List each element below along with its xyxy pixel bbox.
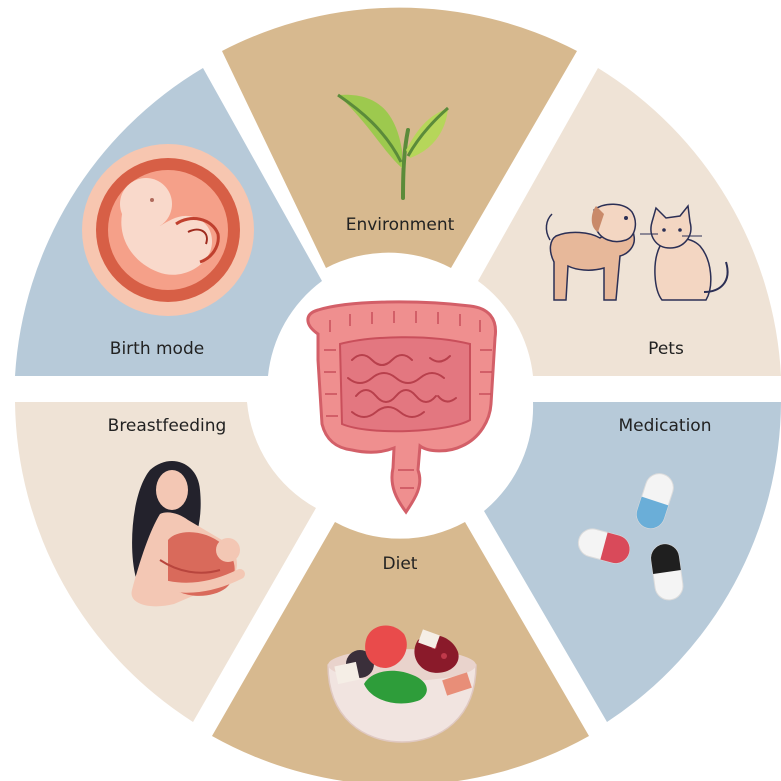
segment-label-pets: Pets xyxy=(648,339,684,359)
segment-label-environment: Environment xyxy=(346,215,455,235)
segment-label-breastfeeding: Breastfeeding xyxy=(108,416,227,436)
fetus-in-womb-icon xyxy=(82,144,254,316)
segment-label-diet: Diet xyxy=(383,554,418,574)
segment-label-birth-mode: Birth mode xyxy=(110,339,204,359)
segment-label-medication: Medication xyxy=(619,416,712,436)
